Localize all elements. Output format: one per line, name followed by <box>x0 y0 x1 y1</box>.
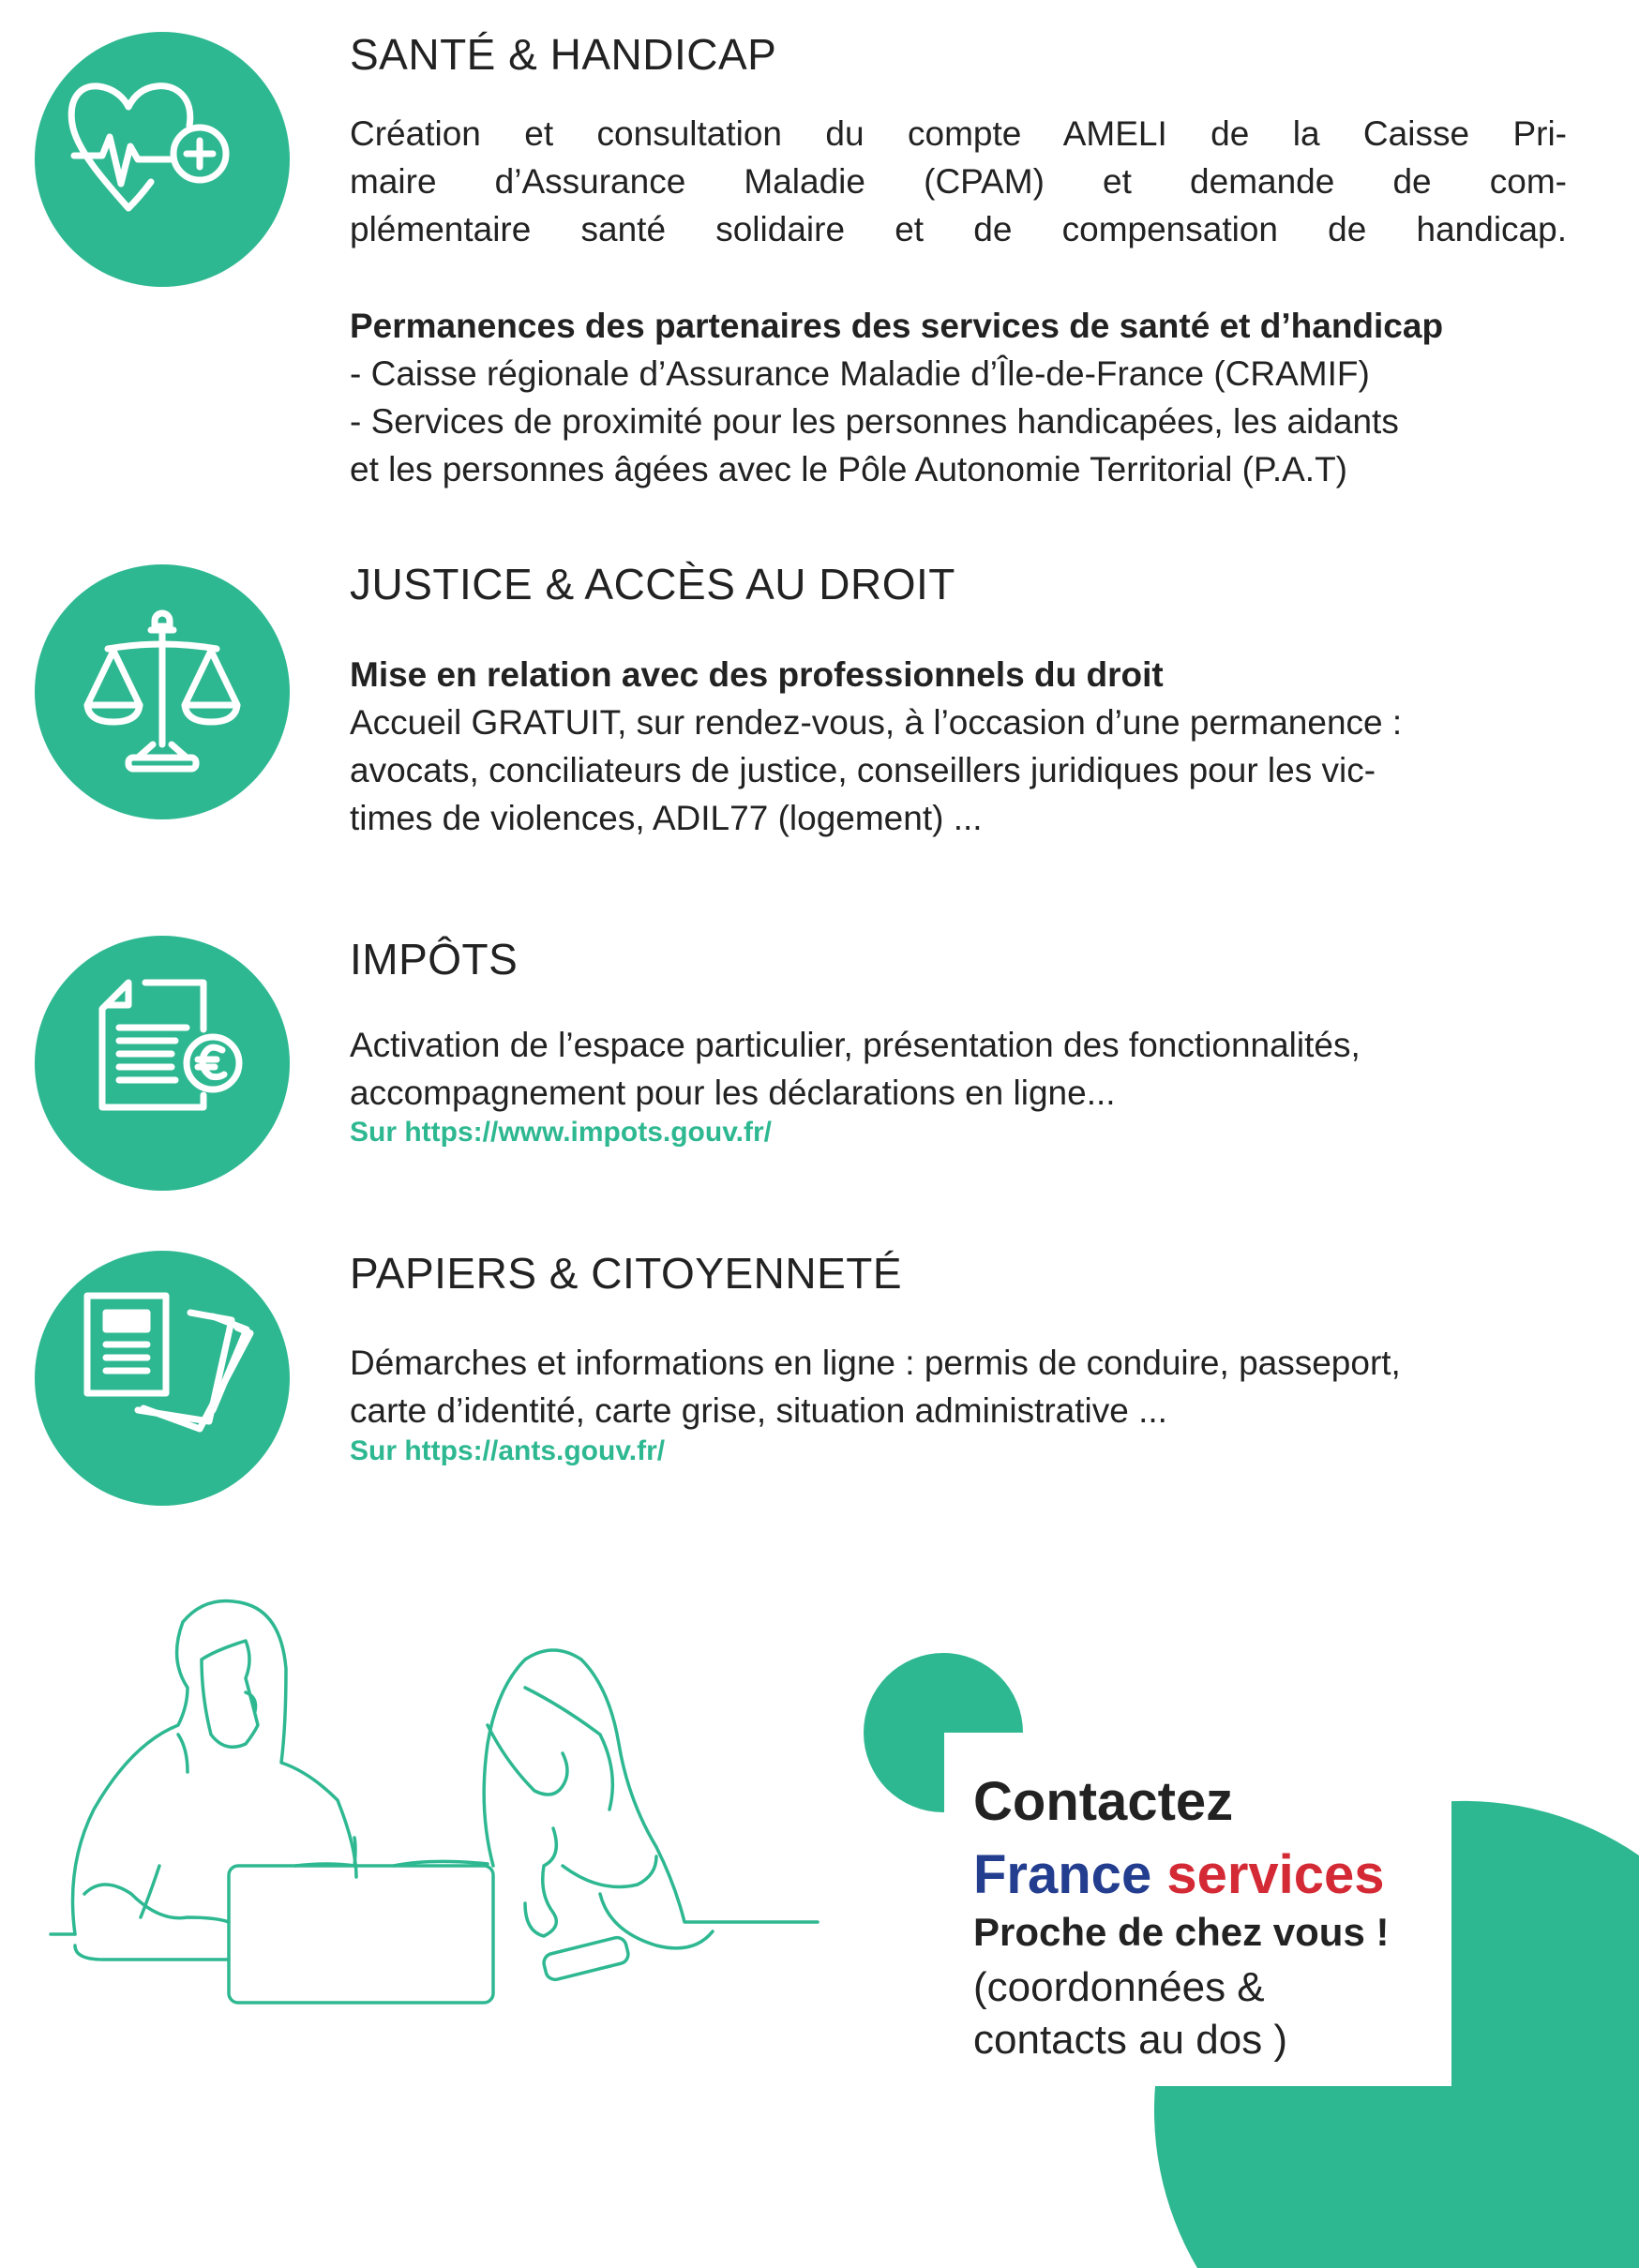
impots-link[interactable]: Sur https://www.impots.gouv.fr/ <box>350 1117 772 1148</box>
text-line: maire d’Assurance Maladie (CPAM) et dema… <box>350 162 1567 201</box>
text-line: Création et consultation du compte AMELI… <box>350 114 1567 153</box>
section-description: Démarches et informations en ligne : per… <box>350 1339 1567 1434</box>
france-services-brand: France services <box>973 1845 1385 1905</box>
section-title: IMPÔTS <box>350 935 519 984</box>
text-line: carte d’identité, carte grise, situation… <box>350 1391 1167 1430</box>
section-description: Création et consultation du compte AMELI… <box>350 110 1567 253</box>
scales-of-justice-icon <box>35 564 290 819</box>
section-partners: Permanences des partenaires des services… <box>350 302 1567 493</box>
text-line: - Caisse régionale d’Assurance Maladie d… <box>350 354 1370 393</box>
text-line: - Services de proximité pour les personn… <box>350 402 1399 441</box>
section-title: PAPIERS & CITOYENNETÉ <box>350 1249 903 1298</box>
contact-note-line: (coordonnées & <box>973 1964 1265 2010</box>
text-line: Activation de l’espace particulier, prés… <box>350 1026 1361 1064</box>
contact-tagline: Proche de chez vous ! <box>973 1910 1390 1954</box>
contact-panel-background <box>944 1733 1451 2086</box>
tax-document-euro-icon <box>35 936 290 1191</box>
text-line: plémentaire santé solidaire et de compen… <box>350 210 1567 248</box>
text-line: accompagnement pour les déclarations en … <box>350 1074 1116 1112</box>
section-title: SANTÉ & HANDICAP <box>350 30 777 79</box>
section-subtitle: Mise en relation avec des professionnels… <box>350 655 1164 694</box>
text-line: Démarches et informations en ligne : per… <box>350 1344 1401 1382</box>
papers-documents-icon <box>35 1251 290 1506</box>
text-line: avocats, conciliateurs de justice, conse… <box>350 751 1376 789</box>
brand-france: France <box>973 1844 1152 1905</box>
contact-heading: Contactez <box>973 1771 1234 1832</box>
text-line: Accueil GRATUIT, sur rendez-vous, à l’oc… <box>350 703 1403 742</box>
section-subtitle: Permanences des partenaires des services… <box>350 307 1444 345</box>
section-title: JUSTICE & ACCÈS AU DROIT <box>350 560 955 608</box>
contact-note: (coordonnées & contacts au dos ) <box>973 1961 1287 2066</box>
people-at-laptop-illustration <box>49 1599 820 2005</box>
contact-note-line: contacts au dos ) <box>973 2017 1288 2063</box>
brand-services: services <box>1166 1844 1385 1905</box>
section-description: Activation de l’espace particulier, prés… <box>350 1021 1567 1117</box>
heart-health-icon <box>35 32 290 287</box>
text-line: et les personnes âgées avec le Pôle Auto… <box>350 450 1347 488</box>
ants-link[interactable]: Sur https://ants.gouv.fr/ <box>350 1435 666 1466</box>
text-line: times de violences, ADIL77 (logement) ..… <box>350 799 983 837</box>
section-description: Mise en relation avec des professionnels… <box>350 651 1567 842</box>
